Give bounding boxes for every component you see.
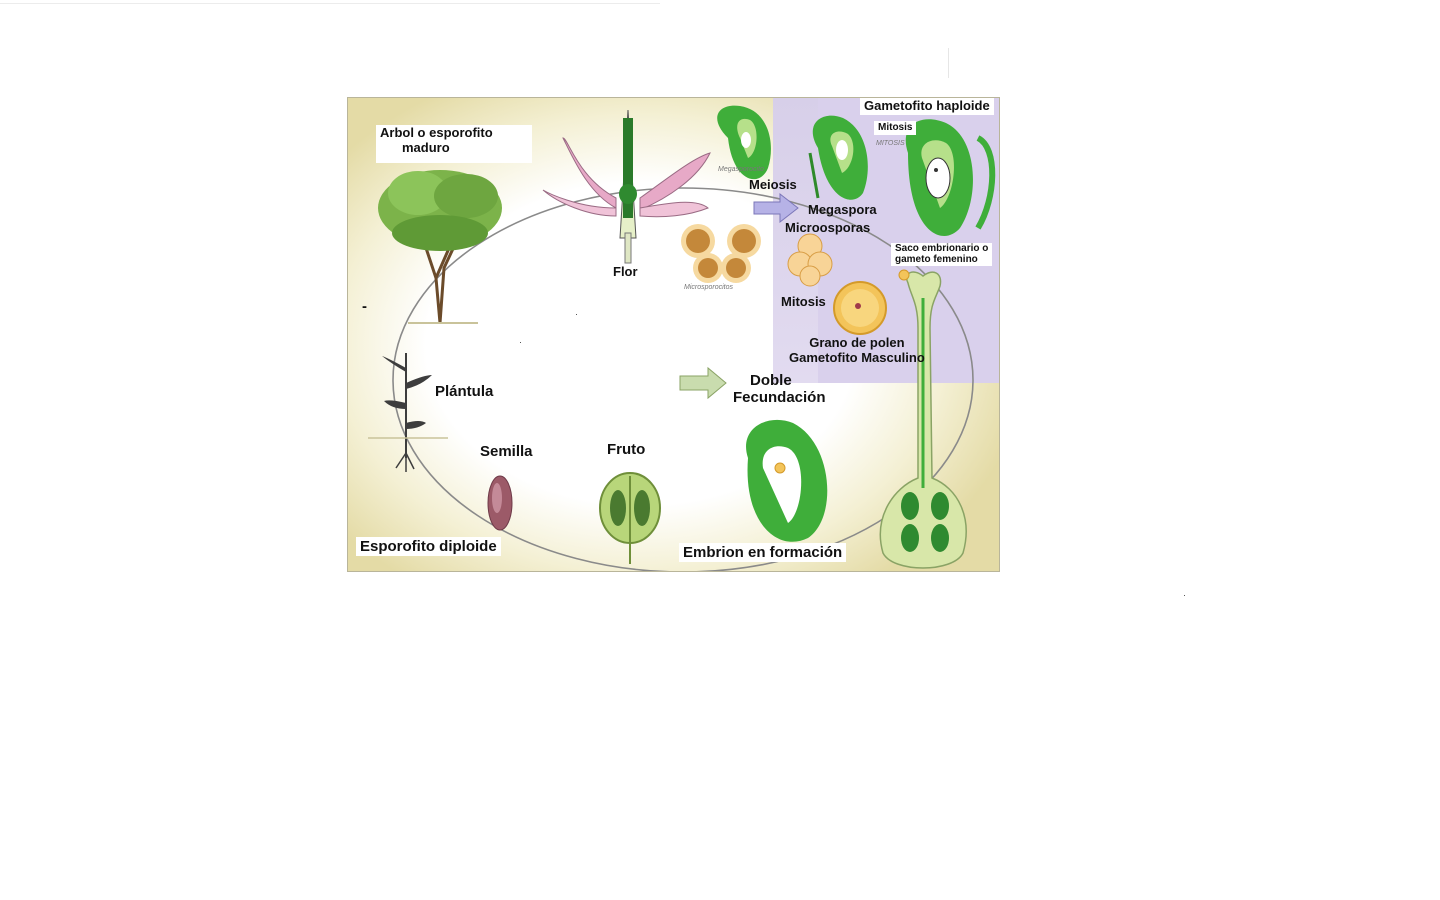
mature-sporophyte-label-line1: Arbol o esporofito bbox=[380, 125, 493, 140]
speck-dot bbox=[520, 342, 521, 343]
megaspore-ovule-icon bbox=[808, 115, 868, 200]
seed-label: Semilla bbox=[480, 443, 533, 460]
ovule-mitosis-label: Mitosis bbox=[874, 121, 917, 135]
microspores-label: Microosporas bbox=[785, 220, 871, 235]
top-border-line bbox=[0, 3, 660, 4]
diagram-artwork bbox=[368, 105, 996, 571]
double-fertilization-label-line1: Doble bbox=[750, 372, 792, 389]
embryo-forming-ovule-icon bbox=[746, 419, 828, 542]
tree-icon bbox=[378, 170, 502, 324]
flower-label: Flor bbox=[613, 264, 638, 279]
vertical-tick-line bbox=[948, 48, 949, 78]
double-fertilization-label-line2: Fecundación bbox=[733, 389, 826, 407]
pollen-grain-label-line1: Grano de polen bbox=[809, 335, 905, 350]
embryo-sac-label: Saco embrionario o gameto femenino bbox=[891, 243, 993, 266]
pistil-pollen-tube-icon bbox=[879, 269, 967, 569]
microspores-icon bbox=[787, 233, 833, 287]
haploid-gametophyte-label: Gametofito haploide bbox=[860, 98, 994, 115]
mitosis-small-caption: MITOSIS bbox=[876, 140, 905, 147]
female-gametophyte-ovule-icon bbox=[905, 119, 996, 236]
mature-sporophyte-label: Arbol o esporofito maduro bbox=[376, 125, 532, 163]
embryo-sac-label-line1: Saco embrionario o bbox=[895, 243, 989, 254]
seedling-label: Plántula bbox=[435, 383, 494, 400]
mature-sporophyte-label-line2: maduro bbox=[402, 139, 450, 155]
meiosis-label: Meiosis bbox=[749, 177, 797, 192]
pollen-grain-icon bbox=[833, 281, 887, 335]
megasporocyte-ovule-icon bbox=[717, 105, 771, 180]
life-cycle-loop bbox=[392, 187, 974, 571]
megasporocyte-caption: Megasporocito bbox=[718, 166, 764, 173]
megaspore-label: Megaspora bbox=[808, 202, 877, 217]
speck-dot bbox=[1184, 595, 1185, 596]
dash-mark: - bbox=[362, 298, 367, 315]
pollen-grain-label: Grano de polen Gametofito Masculino bbox=[789, 335, 925, 366]
seed-icon bbox=[487, 475, 513, 531]
fruit-label: Fruto bbox=[607, 441, 646, 458]
pollen-grain-label-line2: Gametofito Masculino bbox=[789, 349, 925, 365]
embryo-sac-label-line2: gameto femenino bbox=[895, 253, 978, 265]
microsporocytes-icon bbox=[681, 224, 761, 283]
pollen-mitosis-label: Mitosis bbox=[781, 294, 826, 309]
double-fertilization-label: Doble Fecundación bbox=[733, 372, 826, 407]
meiosis-arrow-icon bbox=[753, 192, 799, 224]
fruit-icon bbox=[599, 472, 661, 564]
microsporocytes-caption: Microsporocitos bbox=[684, 284, 734, 291]
fertilization-arrow-icon bbox=[679, 366, 727, 400]
seedling-icon bbox=[368, 353, 448, 472]
embryo-forming-label: Embrion en formación bbox=[679, 543, 847, 563]
plant-life-cycle-diagram: Arbol o esporofito maduro Flor Meiosis M… bbox=[347, 97, 1000, 572]
speck-dot bbox=[576, 314, 577, 315]
diploid-sporophyte-label: Esporofito diploide bbox=[356, 537, 501, 557]
flower-icon bbox=[542, 109, 711, 264]
